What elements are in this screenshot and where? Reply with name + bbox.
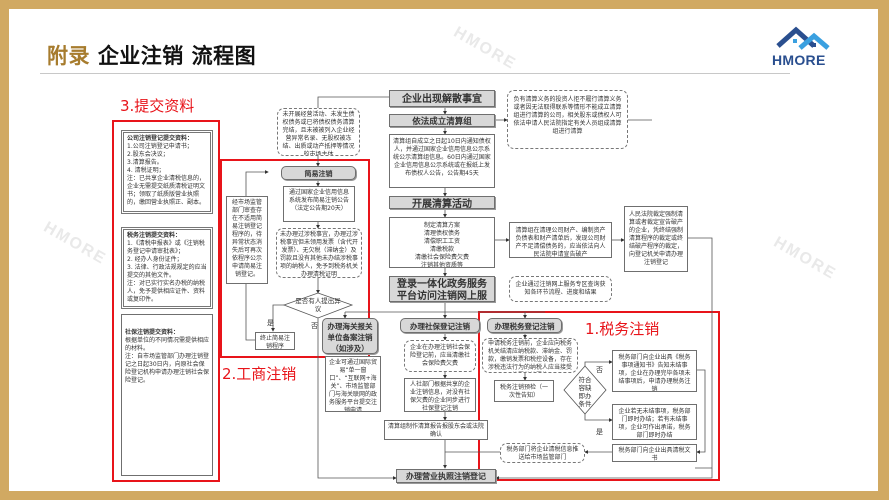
reapply-box: 经市场监管部门审查存在不适用简易注销登记程序的，待异常状态消失后可再次依程序公示…	[226, 196, 268, 284]
materials-social-box: 社保注销提交资料： 根据单位的不同情况需提供相应的材料。 注：自市场监管部门办理…	[121, 314, 213, 476]
tax-notice-box: 税务部门向企业出具《税务事项通知书》告知未结事项，企业在办理完毕各项未结事项后，…	[612, 350, 697, 392]
social-auto-box: 人社部门根据共享的企业注销信息，对没有社保欠费的企业同步进行社保登记注销	[404, 378, 476, 412]
platform-step[interactable]: 登录一体化政务服务平台访问注销网上服务专区	[389, 276, 495, 302]
tax-certificate-box: 税务部门向企业出具清税文书	[612, 444, 697, 462]
social-step[interactable]: 办理社保登记注销	[400, 318, 480, 333]
tax-step[interactable]: 办理税务登记注销	[487, 318, 562, 333]
simple-notice-box: 通过国家企业信用信息系统发布简易注销公告（法定公告期20天）	[283, 186, 355, 222]
customs-step[interactable]: 办理海关报关单位备案注销（如涉及）	[322, 318, 378, 354]
report-box: 清算组制作清算报告报股东会或法院确认	[384, 420, 488, 440]
title-main: 企业注销 流程图	[97, 44, 257, 68]
section-label-submit: 3.提交资料	[120, 97, 195, 115]
start-step[interactable]: 企业出现解散事宜	[389, 90, 495, 107]
materials-tax-box: 税务注销提交资料： 1.《清税申报表》或《注销税务登记申请审批表》； 2. 经办…	[121, 227, 213, 309]
form-group-step[interactable]: 依法成立清算组	[389, 114, 495, 127]
platform-query-box: 企业通过注销网上服务专区查询获知各环节流程、进度和结果	[509, 276, 612, 302]
bankruptcy-box: 清算组在清理公司财产、编制资产负债表和财产清单后，发现公司财产不足清偿债务的，应…	[509, 222, 612, 258]
title-accent: 附录	[47, 44, 90, 68]
liquidation-step[interactable]: 开展清算活动	[389, 196, 495, 209]
tax-instant-box: 企业若无未结事项，税务部门即时办结；若有未结事项，企业可作出承诺，税务部门即时办…	[612, 404, 697, 440]
page-title: 附录 企业注销 流程图	[47, 40, 256, 70]
liquidation-items-box: 制定清算方案 清理债权债务 清偿职工工资 清缴税款 清缴社会保险费欠费 注销其他…	[389, 217, 495, 268]
tax-before-box: 申请税务注销前，企业应向税务机关结清应纳税款、滞纳金、罚款，缴销发票和税控设备，…	[482, 338, 578, 373]
section-label-business: 2.工商注销	[222, 365, 297, 383]
tax-yes-label: 是	[596, 428, 603, 436]
tax-precheck-box: 税务注销预检（一次性告知）	[494, 380, 554, 402]
notify-box: 清算组自成立之日起10日内通知债权人，并通过国家企业信用信息公示系统公示清算组信…	[389, 134, 495, 188]
simple-condition-box: 未开展经营活动、未发生债权债务或已将债权债务清算完结，且未被被列入企业经营异常名…	[277, 108, 360, 156]
social-before-box: 企业在办理注销社会保险登记前，应当清缴社会保险费欠费	[404, 340, 476, 372]
house-logo-icon	[776, 26, 830, 50]
frame-submit	[112, 120, 220, 482]
logo-text: HMORE	[772, 52, 826, 68]
frame-business	[220, 159, 370, 358]
court-appoint-box: 负有清算义务的投资人拒不履行清算义务或者因无法取得联系等情形不能成立清算组进行清…	[507, 90, 628, 149]
frame-tax	[478, 311, 720, 481]
no-label: 否	[311, 322, 318, 330]
yes-label: 是	[267, 319, 274, 327]
objection-decision: 是否有人提出异议	[295, 297, 341, 313]
tax-no-label: 否	[596, 366, 603, 374]
customs-detail-box: 企业可通过国际贸易“单一窗口”、“互联网+海关”、市场监管部门与海关联网的政务服…	[325, 356, 381, 412]
title-divider	[40, 73, 790, 74]
tax-push-box: 税务部门将企业清税信息推送给市场监管部门	[500, 443, 585, 463]
license-step[interactable]: 办理营业执照注销登记	[396, 469, 496, 483]
terminate-box: 终止简易注销程序	[255, 332, 295, 350]
section-label-tax: 1.税务注销	[585, 320, 660, 338]
tax-exempt-box: 未办理过涉税事宜，办理过涉税事宜但未领用发票（含代开发票）、无欠税（滞纳金）及罚…	[276, 228, 362, 278]
simple-cancel-step[interactable]: 简易注销	[281, 166, 356, 180]
materials-company-box: 公司注销登记提交资料： 1.公司注销登记申请书； 2.股东会决议； 3.清算报告…	[121, 130, 213, 214]
court-order-box: 人民法院裁定强制清算或者裁定宣告破产的企业，凭终结强制清算程序的裁定或终结破产程…	[624, 206, 688, 272]
tax-condition-decision: 符合容缺即办条件	[578, 376, 592, 408]
